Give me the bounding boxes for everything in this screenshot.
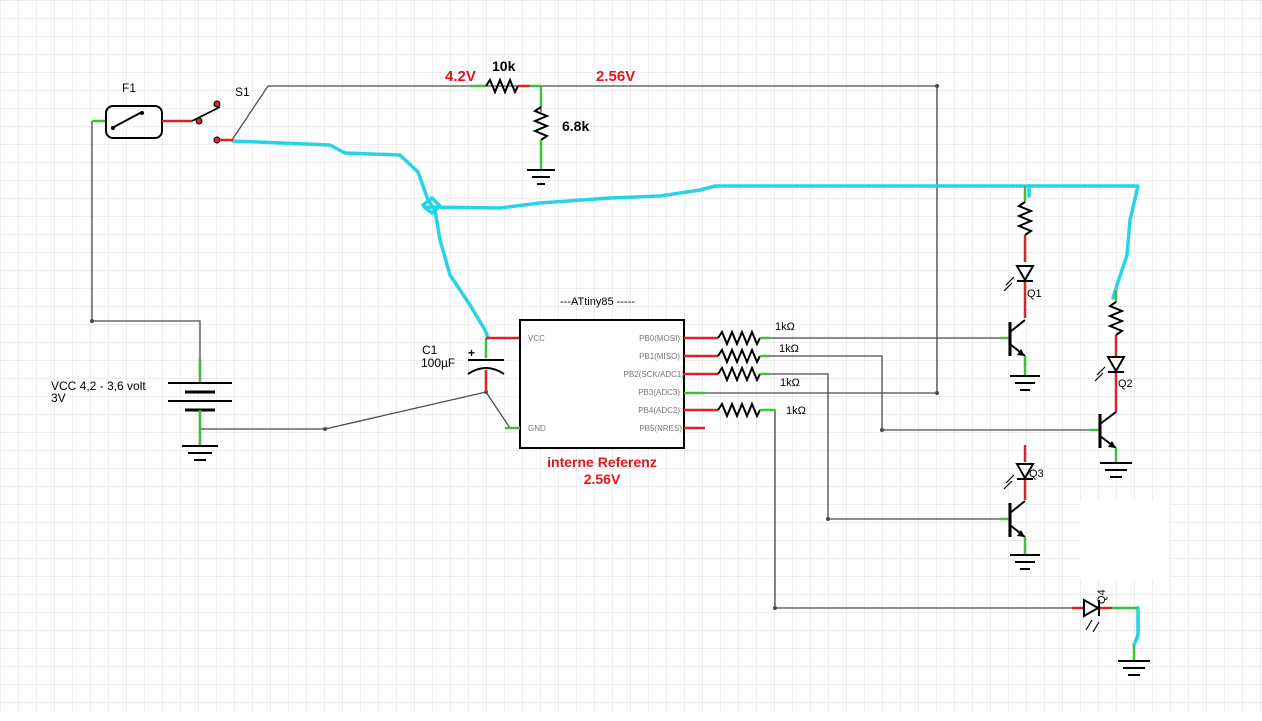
resistor-1k-pb1[interactable]: 1kΩ <box>717 343 799 365</box>
resistor-label-pb1: 1kΩ <box>779 343 799 355</box>
mcu-pin-pb3: PB3(ADC3) <box>638 388 680 397</box>
resistor-1k-pb2[interactable]: 1kΩ <box>717 365 800 389</box>
mcu-title: ---ATtiny85 ----- <box>560 296 635 308</box>
mcu-right-pins: PB0(MOSI) PB1(MISO) PB2(SCK/ADC1) PB3(AD… <box>624 334 685 433</box>
led-label-q4: Q4 <box>1096 589 1108 604</box>
led-label-q3: Q3 <box>1029 468 1044 480</box>
battery-label-line1: VCC 4,2 - 3,6 volt <box>51 379 146 393</box>
divider-output-voltage: 2.56V <box>596 68 635 85</box>
transistor-q1 <box>1000 319 1040 391</box>
mcu-pin-pb0: PB0(MOSI) <box>639 334 680 343</box>
mcu-pin-vcc: VCC <box>528 334 545 343</box>
fuse-label: F1 <box>122 81 136 95</box>
mcu-pin-pb4: PB4(ADC2) <box>638 406 680 415</box>
capacitor-c1[interactable]: + C1 100µF <box>421 336 520 392</box>
capacitor-polarity: + <box>468 346 475 360</box>
battery-vcc[interactable]: VCC 4,2 - 3,6 volt 3V <box>51 358 232 461</box>
led-label-q2: Q2 <box>1118 378 1133 390</box>
led-q1-symbol <box>1003 265 1035 292</box>
capacitor-label: C1 <box>422 343 438 357</box>
divider-r-bottom: 6.8k <box>562 118 589 134</box>
led-q4-branch[interactable]: Q4 <box>1072 589 1150 676</box>
divider-ground-symbol <box>527 169 555 185</box>
resistor-label-pb0: 1kΩ <box>775 321 795 333</box>
resistor-1k-pb4[interactable]: 1kΩ <box>717 401 806 419</box>
battery-label-line2: 3V <box>51 391 66 405</box>
resistor-label-pb4: 1kΩ <box>786 405 806 417</box>
resistor-1k-pb0[interactable]: 1kΩ <box>717 321 795 347</box>
led-q2-branch[interactable]: Q2 <box>1090 290 1133 478</box>
capacitor-value: 100µF <box>421 356 455 370</box>
mcu-pin-pb2: PB2(SCK/ADC1) <box>624 370 685 379</box>
switch-label: S1 <box>235 85 250 99</box>
divider-r-top: 10k <box>492 58 516 74</box>
transistor-q3 <box>1000 500 1040 570</box>
switch-s1[interactable]: S1 <box>191 85 250 144</box>
mcu-pin-pb1: PB1(MISO) <box>639 352 680 361</box>
mcu-pin-pb5: PB5(NRES) <box>639 424 682 433</box>
mcu-note-line2: 2.56V <box>584 471 621 487</box>
voltage-divider[interactable]: 4.2V 10k 2.56V 6.8k <box>445 58 635 185</box>
hand-drawn-wires <box>231 139 1140 647</box>
led-label-q1: Q1 <box>1027 288 1042 300</box>
led-q1-branch[interactable]: Q1 <box>1000 186 1042 391</box>
led-q3-symbol <box>1003 463 1035 490</box>
mcu-pin-gnd: GND <box>528 424 546 433</box>
led-q4-symbol <box>1083 598 1101 633</box>
bottom-white-strip <box>0 712 1262 721</box>
divider-input-voltage: 4.2V <box>445 68 476 85</box>
battery-ground-symbol <box>182 445 218 461</box>
led-q2-symbol <box>1094 356 1126 382</box>
fuse-f1[interactable]: F1 <box>92 81 192 139</box>
transistor-q2 <box>1090 411 1132 478</box>
mcu-attiny85[interactable]: ---ATtiny85 ----- VCC GND PB0(MOSI) PB1(… <box>505 296 718 487</box>
mcu-note-line1: interne Referenz <box>547 454 657 470</box>
resistor-label-pb2: 1kΩ <box>780 377 800 389</box>
blank-patch <box>1080 500 1170 580</box>
q4-ground-symbol <box>1118 660 1150 676</box>
led-q3-branch[interactable]: Q3 <box>1000 445 1044 570</box>
